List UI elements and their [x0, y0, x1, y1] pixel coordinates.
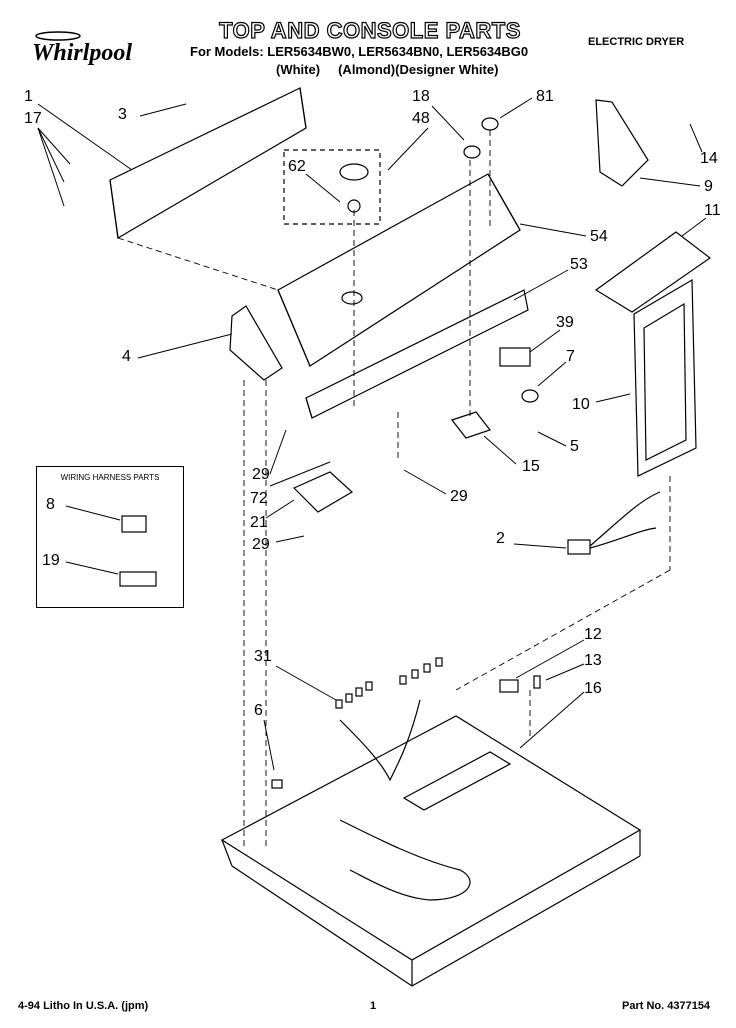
- product-type: ELECTRIC DRYER: [588, 36, 685, 48]
- end-cap-part: [229, 305, 283, 381]
- switch-part: [499, 347, 531, 367]
- callout-39: 39: [556, 314, 574, 331]
- wiring-harness-title: WIRING HARNESS PARTS: [60, 473, 160, 482]
- callout-31: 31: [254, 648, 272, 665]
- top-plate-part: [109, 87, 307, 239]
- footer-print-info: 4-94 Litho In U.S.A. (jpm): [18, 1000, 149, 1012]
- callout-54: 54: [590, 228, 608, 245]
- callout-3: 3: [118, 106, 127, 123]
- callout-17: 17: [24, 110, 42, 127]
- callout-21: 21: [250, 514, 268, 531]
- models-line: For Models: LER5634BW0, LER5634BN0, LER5…: [190, 44, 529, 59]
- console-part: [277, 173, 521, 367]
- wiring-harness-box: WIRING HARNESS PARTS: [36, 466, 184, 608]
- lint-cover-part: [594, 231, 712, 313]
- callout-13: 13: [584, 652, 602, 669]
- callout-12: 12: [584, 626, 602, 643]
- callout-15: 15: [522, 458, 540, 475]
- callout-8: 8: [46, 496, 55, 513]
- harness-connectors: [335, 657, 443, 709]
- knob-guide-box: [283, 149, 381, 225]
- callout-81: 81: [536, 88, 554, 105]
- callout-29-b: 29: [450, 488, 468, 505]
- callout-48: 48: [412, 110, 430, 127]
- callout-7: 7: [566, 348, 575, 365]
- callout-11: 11: [704, 202, 721, 219]
- whirlpool-logo-icon: Whirlpool: [32, 31, 132, 66]
- footer-page-number: 1: [370, 1000, 377, 1012]
- callout-62: 62: [288, 158, 306, 175]
- callout-18: 18: [412, 88, 430, 105]
- callout-6: 6: [254, 702, 263, 719]
- callout-14: 14: [700, 150, 718, 167]
- page-title: TOP AND CONSOLE PARTS: [218, 17, 521, 43]
- brand-wordmark: Whirlpool: [32, 40, 132, 66]
- callout-53: 53: [570, 256, 588, 273]
- callout-1: 1: [24, 88, 33, 105]
- callout-29-a: 29: [252, 466, 270, 483]
- timer-part: [292, 471, 354, 513]
- callout-29-c: 29: [252, 536, 270, 553]
- brand-logo: Whirlpool: [28, 28, 158, 68]
- callout-16: 16: [584, 680, 602, 697]
- callout-5: 5: [570, 438, 579, 455]
- colors-line: (White) (Almond)(Designer White): [276, 62, 499, 77]
- lint-screen-part: [633, 278, 697, 477]
- callout-9: 9: [704, 178, 713, 195]
- main-top-part: [220, 715, 642, 961]
- end-cap-right-part: [595, 99, 649, 187]
- footer-part-number: Part No. 4377154: [622, 1000, 711, 1012]
- switch-15-part: [451, 411, 491, 439]
- callout-19: 19: [42, 552, 60, 569]
- callout-10: 10: [572, 396, 590, 413]
- callout-4: 4: [122, 348, 131, 365]
- callout-2: 2: [496, 530, 505, 547]
- callout-72: 72: [250, 490, 268, 507]
